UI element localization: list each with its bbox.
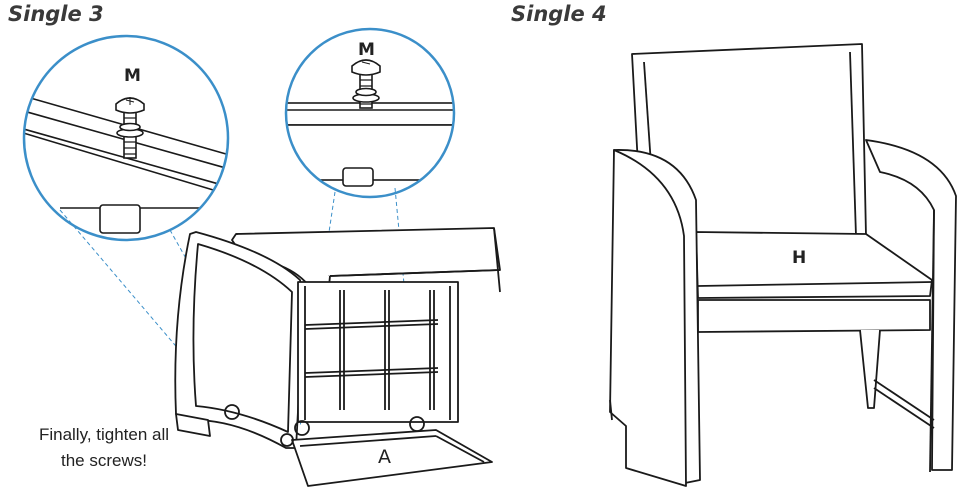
screw-icon	[115, 97, 145, 159]
screw-detail-magnifier-right	[284, 27, 456, 199]
step-title-single-4: Single 4	[511, 2, 607, 26]
assembled-chair	[609, 43, 957, 487]
part-label-h: H	[792, 248, 807, 268]
part-label-a: A	[378, 446, 391, 468]
step-title-single-3: Single 3	[8, 2, 104, 26]
exploded-chair-frame	[174, 227, 501, 487]
instruction-note: Finally, tighten all the screws!	[14, 422, 194, 474]
screw-label-m-right: M	[358, 40, 375, 60]
screw-detail-magnifier-left	[22, 34, 230, 242]
instruction-line-2: the screws!	[61, 451, 147, 470]
instruction-line-1: Finally, tighten all	[38, 425, 170, 444]
screw-icon	[351, 59, 381, 109]
screw-label-m-left: M	[124, 66, 141, 86]
